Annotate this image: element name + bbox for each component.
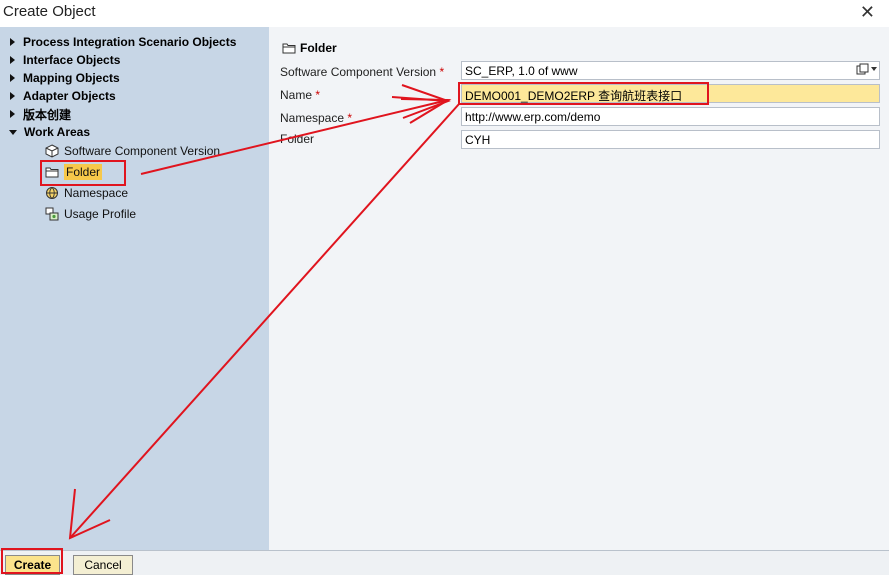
create-button[interactable]: Create [5, 555, 60, 575]
name-field[interactable]: DEMO001_DEMO2ERP 查询航班表接口 [461, 84, 880, 103]
field-label-text: Namespace [280, 111, 345, 125]
copy-icon [856, 63, 869, 75]
tree-category-label: 版本创建 [23, 107, 72, 122]
tree-item-namespace[interactable]: Namespace [45, 184, 128, 202]
tree-category-label: Interface Objects [23, 53, 121, 67]
folder-field[interactable]: CYH [461, 130, 880, 149]
field-label-text: Software Component Version [280, 65, 437, 79]
tree-category-label: Process Integration Scenario Objects [23, 35, 237, 49]
expand-arrow-icon[interactable] [10, 110, 15, 118]
namespace-field[interactable]: http://www.erp.com/demo [461, 107, 880, 126]
tree-category-label: Mapping Objects [23, 71, 120, 85]
name-label: Name * [280, 88, 320, 102]
tree-category-label: Work Areas [24, 125, 91, 139]
value-help-button[interactable] [856, 63, 877, 75]
field-label-text: Folder [280, 132, 315, 146]
form-heading: Folder [282, 41, 337, 55]
object-type-tree: Process Integration Scenario Objects Int… [0, 27, 269, 550]
chevron-down-icon[interactable] [871, 67, 877, 71]
cancel-button[interactable]: Cancel [73, 555, 133, 575]
object-details-panel: Folder Software Component Version * SC_E… [269, 27, 889, 550]
namespace-value: http://www.erp.com/demo [465, 110, 601, 124]
expand-arrow-icon[interactable] [10, 92, 15, 100]
tree-category-mapping-objects[interactable]: Mapping Objects [10, 69, 120, 87]
collapse-arrow-icon[interactable] [9, 129, 17, 135]
tree-item-label: Software Component Version [64, 144, 221, 158]
title-bar: Create Object ✕ [0, 0, 889, 27]
swcv-value: SC_ERP, 1.0 of www [465, 64, 578, 78]
name-value: DEMO001_DEMO2ERP 查询航班表接口 [465, 89, 683, 103]
folder-icon [282, 42, 296, 54]
tree-item-label: Folder [64, 164, 103, 180]
tree-item-label: Namespace [64, 186, 129, 200]
dialog-footer: Create Cancel [0, 550, 889, 575]
tree-item-software-component-version[interactable]: Software Component Version [45, 142, 220, 160]
tree-category-interface-objects[interactable]: Interface Objects [10, 51, 120, 69]
swcv-select[interactable]: SC_ERP, 1.0 of www [461, 61, 880, 80]
window-title: Create Object [3, 3, 96, 20]
tree-category-adapter-objects[interactable]: Adapter Objects [10, 87, 116, 105]
field-label-text: Name [280, 88, 313, 102]
globe-icon [45, 186, 59, 200]
tree-item-label: Usage Profile [64, 207, 137, 221]
folder-value: CYH [465, 133, 491, 147]
tree-category-version-creation[interactable]: 版本创建 [10, 105, 71, 123]
expand-arrow-icon[interactable] [10, 74, 15, 82]
tree-category-process-integration[interactable]: Process Integration Scenario Objects [10, 33, 236, 51]
close-icon[interactable]: ✕ [859, 2, 875, 22]
folder-icon [45, 165, 59, 179]
required-marker: * [315, 88, 321, 102]
swcv-label: Software Component Version * [280, 65, 444, 79]
required-marker: * [439, 65, 445, 79]
expand-arrow-icon[interactable] [10, 56, 15, 64]
tree-category-label: Adapter Objects [23, 89, 116, 103]
required-marker: * [347, 111, 353, 125]
namespace-label: Namespace * [280, 111, 352, 125]
folder-label: Folder [280, 132, 314, 146]
cube-icon [45, 144, 59, 158]
expand-arrow-icon[interactable] [10, 38, 15, 46]
form-heading-label: Folder [300, 41, 337, 55]
tree-item-folder[interactable]: Folder [45, 163, 103, 181]
usage-profile-icon [45, 207, 59, 221]
tree-category-work-areas[interactable]: Work Areas [9, 123, 90, 141]
tree-item-usage-profile[interactable]: Usage Profile [45, 205, 136, 223]
